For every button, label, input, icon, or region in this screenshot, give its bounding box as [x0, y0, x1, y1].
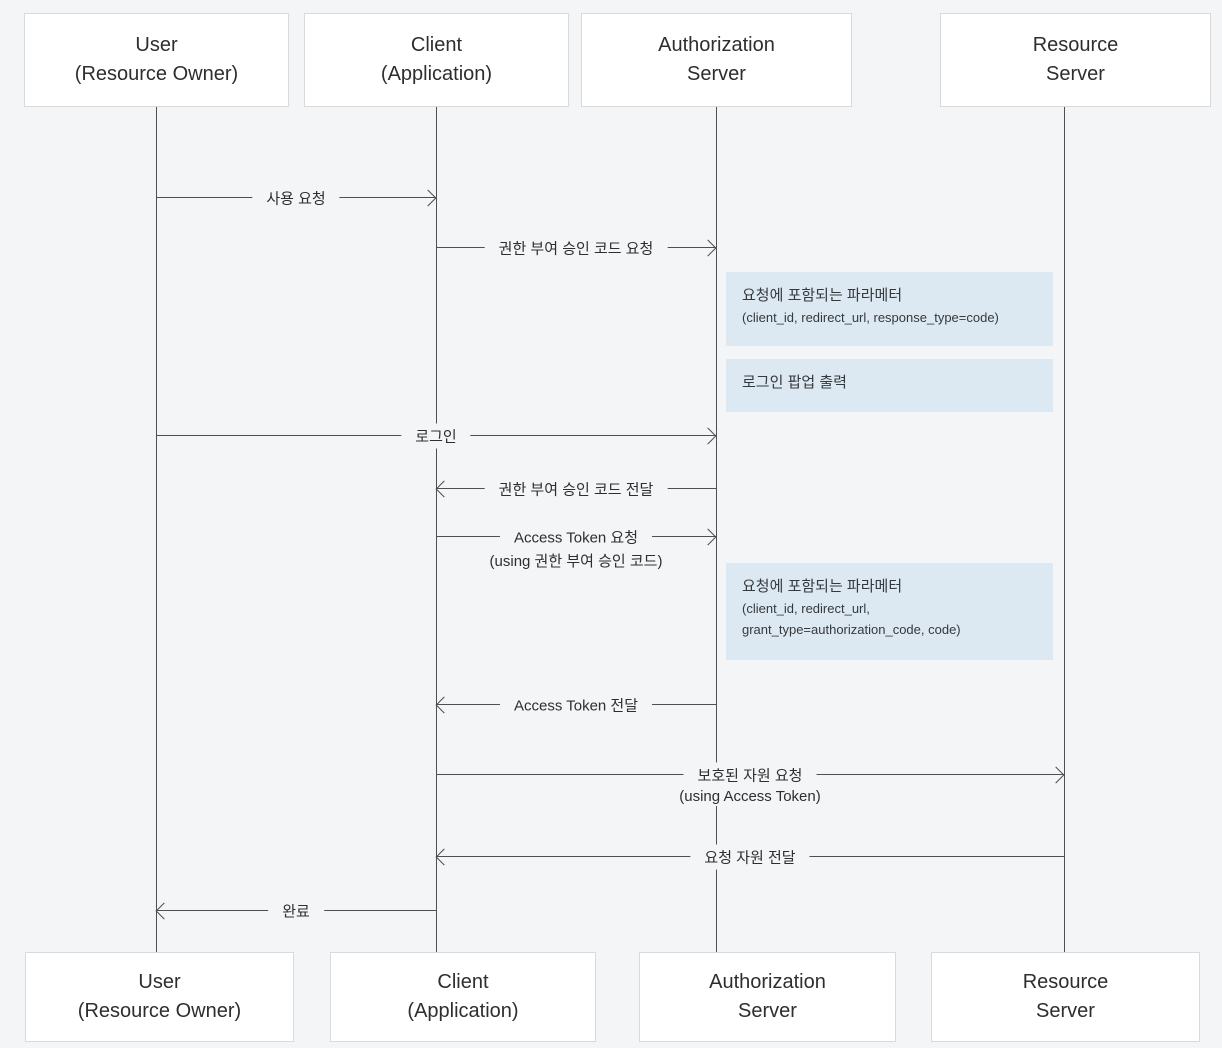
note-auth-request-params: 요청에 포함되는 파라메터 (client_id, redirect_url, … — [726, 272, 1053, 346]
participant-label: User — [138, 971, 181, 993]
participant-sublabel: (Resource Owner) — [77, 1000, 242, 1022]
participant-sublabel: Server — [1046, 63, 1105, 85]
message-label: Access Token 요청 — [499, 524, 653, 550]
message-label: 권한 부여 승인 코드 요청 — [484, 235, 668, 261]
message-label: Access Token 전달 — [499, 692, 653, 718]
arrowhead-left-icon — [435, 848, 453, 866]
lifeline-client — [435, 107, 437, 952]
participant-box-resource-bottom: Resource Server — [931, 952, 1200, 1042]
lifeline-auth — [715, 107, 717, 952]
participant-label: Client — [410, 34, 463, 56]
participant-box-auth-bottom: Authorization Server — [639, 952, 896, 1042]
participant-label: Authorization — [658, 34, 775, 56]
lifeline-resource — [1063, 107, 1065, 952]
participant-sublabel: (Resource Owner) — [74, 63, 239, 85]
participant-sublabel: Server — [738, 1000, 797, 1022]
participant-sublabel: Server — [687, 63, 746, 85]
participant-box-client-top: Client (Application) — [304, 13, 569, 107]
arrowhead-left-icon — [155, 902, 173, 920]
note-title: 요청에 포함되는 파라메터 — [742, 578, 903, 595]
message-label: 사용 요청 — [252, 185, 340, 211]
arrowhead-left-icon — [435, 696, 453, 714]
message-label: 요청 자원 전달 — [690, 844, 810, 870]
note-line: (client_id, redirect_url, — [742, 601, 870, 616]
note-line: (client_id, redirect_url, response_type=… — [742, 310, 999, 325]
arrowhead-right-icon — [419, 189, 437, 207]
participant-box-user-bottom: User (Resource Owner) — [25, 952, 294, 1042]
arrowhead-right-icon — [699, 528, 717, 546]
participant-box-auth-top: Authorization Server — [581, 13, 852, 107]
note-line: grant_type=authorization_code, code) — [742, 622, 961, 637]
arrowhead-right-icon — [699, 239, 717, 257]
participant-label: Resource — [1022, 971, 1109, 993]
note-title: 요청에 포함되는 파라메터 — [742, 287, 903, 304]
message-sublabel: (using Access Token) — [669, 787, 831, 806]
message-label: 권한 부여 승인 코드 전달 — [484, 476, 668, 502]
arrowhead-right-icon — [1047, 766, 1065, 784]
note-login-popup: 로그인 팝업 출력 — [726, 359, 1053, 412]
participant-label: User — [135, 34, 178, 56]
arrowhead-left-icon — [435, 480, 453, 498]
note-token-request-params: 요청에 포함되는 파라메터 (client_id, redirect_url, … — [726, 563, 1053, 660]
participant-box-client-bottom: Client (Application) — [330, 952, 596, 1042]
participant-sublabel: (Application) — [407, 1000, 519, 1022]
participant-label: Client — [437, 971, 489, 993]
arrowhead-right-icon — [699, 427, 717, 445]
participant-sublabel: (Application) — [380, 63, 493, 85]
message-label: 로그인 — [401, 423, 471, 449]
message-label: 보호된 자원 요청 — [683, 762, 817, 788]
message-label: 완료 — [268, 898, 324, 924]
participant-sublabel: Server — [1036, 1000, 1095, 1022]
note-title: 로그인 팝업 출력 — [742, 374, 847, 391]
lifeline-user — [155, 107, 157, 952]
participant-label: Authorization — [709, 971, 826, 993]
message-sublabel: (using 권한 부여 승인 코드) — [479, 549, 673, 572]
participant-box-resource-top: Resource Server — [940, 13, 1211, 107]
participant-box-user-top: User (Resource Owner) — [24, 13, 289, 107]
participant-label: Resource — [1032, 34, 1119, 56]
